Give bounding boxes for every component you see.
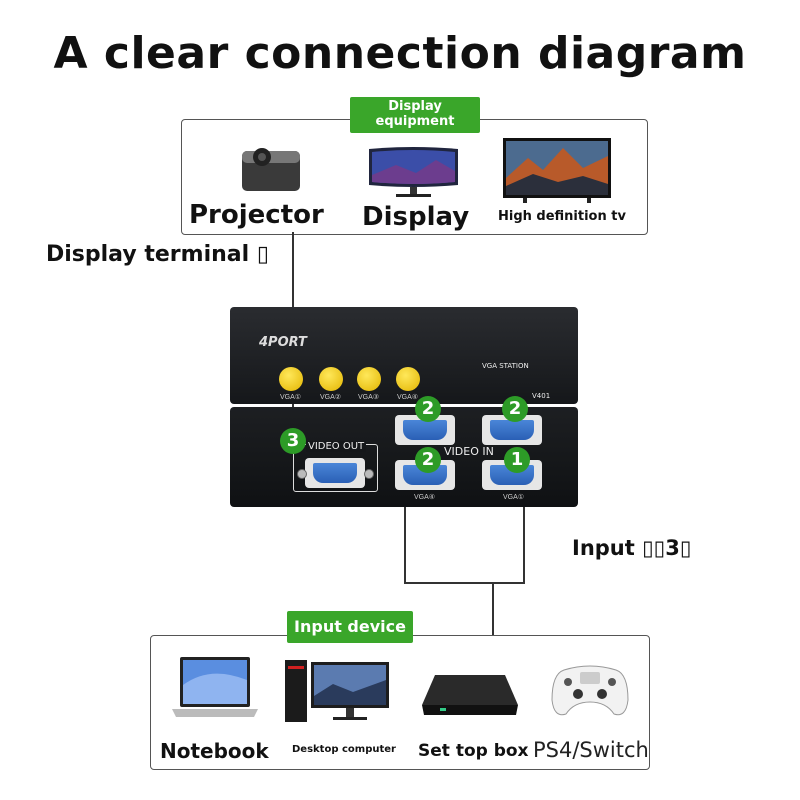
button-label-4: VGA④ — [397, 394, 419, 401]
vga4-select-button[interactable] — [396, 367, 420, 391]
badge-input-bottom-left: 2 — [415, 447, 441, 473]
port-label-vga4: VGA④ — [414, 494, 436, 501]
video-out-label: VIDEO OUT — [306, 441, 367, 452]
input-item-set-top-box: Set top box — [418, 741, 529, 761]
button-label-1: VGA① — [280, 394, 302, 401]
button-label-3: VGA③ — [358, 394, 380, 401]
display-item-display: Display — [362, 202, 470, 232]
badge-input-top-left: 2 — [415, 396, 441, 422]
input-label: Input ▯▯3▯ — [572, 536, 692, 560]
device-brand: 4PORT — [259, 335, 307, 350]
input-connector-line-right — [523, 500, 525, 583]
device-station: VGA STATION — [482, 362, 529, 370]
vga3-select-button[interactable] — [357, 367, 381, 391]
page-title: A clear connection diagram — [53, 28, 747, 79]
display-equipment-tag: Display equipment — [350, 97, 480, 133]
input-connector-line-horizontal — [404, 582, 525, 584]
notebook-icon — [170, 655, 260, 725]
input-connector-line-down — [492, 582, 494, 635]
set-top-box-icon — [420, 665, 520, 720]
display-item-projector: Projector — [189, 200, 324, 230]
game-controller-icon — [550, 660, 630, 720]
display-item-tv: High definition tv — [498, 209, 626, 224]
screw — [364, 469, 374, 479]
video-in-label: VIDEO IN — [444, 445, 494, 458]
display-terminal-label: Display terminal ▯ — [46, 242, 269, 267]
input-item-desktop: Desktop computer — [292, 744, 396, 755]
input-connector-line-left — [404, 500, 406, 583]
projector-icon — [240, 143, 302, 193]
video-out-port[interactable] — [305, 458, 365, 488]
vga1-select-button[interactable] — [279, 367, 303, 391]
badge-input-top-right: 2 — [502, 396, 528, 422]
badge-output-3: 3 — [280, 428, 306, 454]
button-label-2: VGA② — [320, 394, 342, 401]
device-model: V401 — [532, 392, 551, 400]
input-device-tag: Input device — [287, 611, 413, 643]
tv-icon — [503, 138, 611, 204]
input-item-ps4-switch: PS4/Switch — [533, 738, 649, 762]
screw — [297, 469, 307, 479]
monitor-icon — [366, 145, 461, 200]
vga2-select-button[interactable] — [319, 367, 343, 391]
desktop-computer-icon — [283, 656, 393, 726]
port-label-vga1: VGA① — [503, 494, 525, 501]
badge-input-bottom-right: 1 — [504, 447, 530, 473]
input-item-notebook: Notebook — [160, 739, 269, 763]
